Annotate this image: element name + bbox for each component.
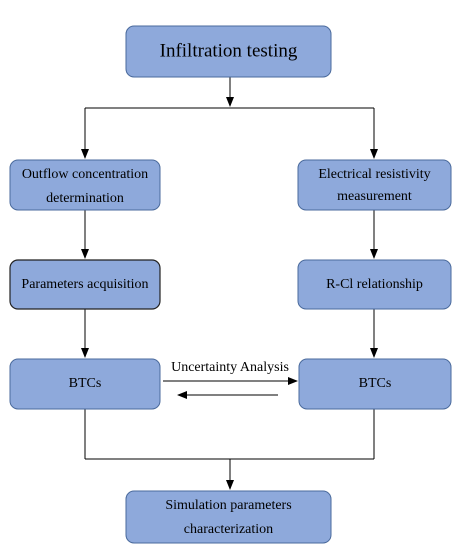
node-btcs-right-label: BTCs bbox=[359, 376, 392, 391]
node-infiltration-testing-label: Infiltration testing bbox=[160, 40, 298, 61]
node-parameters-label: Parameters acquisition bbox=[21, 277, 148, 292]
node-infiltration-testing: Infiltration testing bbox=[125, 25, 332, 78]
edges: Uncertainty Analysis bbox=[81, 77, 378, 490]
node-simulation-line2: characterization bbox=[184, 522, 273, 537]
node-outflow-concentration: Outflow concentration determination bbox=[9, 159, 161, 211]
uncertainty-analysis-label: Uncertainty Analysis bbox=[171, 360, 289, 375]
node-btcs-left-label: BTCs bbox=[69, 376, 102, 391]
node-parameters-acquisition: Parameters acquisition bbox=[9, 259, 161, 310]
node-outflow-line1: Outflow concentration bbox=[22, 167, 148, 182]
node-electrical-line2: measurement bbox=[337, 189, 412, 204]
node-simulation-parameters: Simulation parameters characterization bbox=[125, 490, 332, 544]
node-simulation-line1: Simulation parameters bbox=[165, 498, 291, 513]
node-rcl-label: R-Cl relationship bbox=[326, 277, 423, 292]
node-electrical-resistivity: Electrical resistivity measurement bbox=[297, 159, 452, 211]
node-btcs-right: BTCs bbox=[298, 358, 452, 410]
node-outflow-line2: determination bbox=[46, 191, 124, 206]
node-btcs-left: BTCs bbox=[9, 358, 161, 410]
node-electrical-line1: Electrical resistivity bbox=[318, 167, 430, 182]
node-rcl-relationship: R-Cl relationship bbox=[297, 259, 452, 310]
